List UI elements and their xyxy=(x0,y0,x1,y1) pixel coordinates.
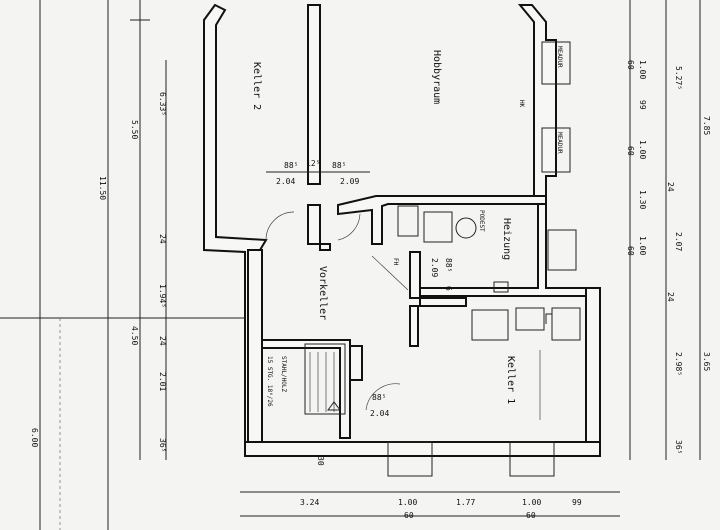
dim-209-b: 2.09 xyxy=(430,258,439,277)
window-heizung xyxy=(547,229,577,271)
window-meadur-a xyxy=(541,41,571,85)
dim-30: 30 xyxy=(316,456,325,466)
dim-bottom-60b: 60 xyxy=(526,511,536,520)
dim-right-5275: 5.27⁵ xyxy=(674,66,683,90)
label-stair-steps: 15 STG. 18⁶/26 xyxy=(266,356,273,407)
dim-right-60c: 60 xyxy=(626,246,635,256)
washbasin xyxy=(471,309,509,341)
dim-left-1945: 1.94⁵ xyxy=(158,284,167,308)
dim-left-550: 5.50 xyxy=(130,120,139,139)
label-meadur-a: MEADUR xyxy=(556,46,563,68)
dim-right-24a: 24 xyxy=(666,182,675,192)
stair-treads xyxy=(309,352,335,412)
door-swing-b xyxy=(337,213,361,241)
wall-vorkeller-left xyxy=(247,249,263,443)
sink xyxy=(515,307,545,331)
room-vorkeller: Vorkeller xyxy=(317,266,328,320)
dim-left-365: 36⁵ xyxy=(158,438,167,452)
label-podest: PODEST xyxy=(478,210,485,232)
dim-bottom-100a: 1.00 xyxy=(398,498,417,507)
dim-right-100c: 1.00 xyxy=(638,236,647,255)
dim-bottom-324: 3.24 xyxy=(300,498,319,507)
dim-right-100b: 1.00 xyxy=(638,140,647,159)
dim-bottom-60a: 60 xyxy=(404,511,414,520)
dim-204-b: 2.04 xyxy=(370,409,389,418)
wall-hobby-bottom xyxy=(337,195,547,245)
tank xyxy=(455,217,477,239)
dim-left-6335: 6.33⁵ xyxy=(158,92,167,116)
dim-885-d: 88⁵ xyxy=(372,393,386,402)
stair-flight xyxy=(304,343,346,415)
dim-right-130: 1.30 xyxy=(638,190,647,209)
dim-885-b: 88⁵ xyxy=(332,161,346,170)
wall-keller1-right xyxy=(585,287,601,451)
wall-keller2-hobby-lower xyxy=(307,204,331,251)
dim-left-24a: 24 xyxy=(158,234,167,244)
wall-keller2-hobby xyxy=(307,4,321,185)
door-swing-c xyxy=(365,383,401,411)
dim-left-1150: 11.50 xyxy=(98,176,107,200)
dim-6: 6 xyxy=(444,286,453,291)
dim-bottom-177: 1.77 xyxy=(456,498,475,507)
dim-right-207: 2.07 xyxy=(674,232,683,251)
dim-209-a: 2.09 xyxy=(340,177,359,186)
window-bottom-a xyxy=(387,441,433,477)
label-meadur-b: MEADUR xyxy=(556,132,563,154)
room-keller1: Keller 1 xyxy=(505,356,516,404)
window-bottom-b xyxy=(509,441,555,477)
wall-stair xyxy=(261,339,351,439)
dim-left-201: 2.01 xyxy=(158,372,167,391)
window-meadur-b xyxy=(541,127,571,173)
room-keller2: Keller 2 xyxy=(251,62,262,110)
toilet-pipe xyxy=(545,313,552,324)
dim-885-c: 88⁵ xyxy=(444,258,453,272)
dim-right-365: 36⁵ xyxy=(674,440,683,454)
dim-right-24b: 24 xyxy=(666,292,675,302)
dim-right-100a: 1.00 xyxy=(638,60,647,79)
wall-vorkeller-right xyxy=(409,251,467,307)
dim-bottom-100b: 1.00 xyxy=(522,498,541,507)
boiler-controls xyxy=(397,205,419,237)
dim-left-600: 6.00 xyxy=(30,428,39,447)
room-hobbyraum: Hobbyraum xyxy=(431,50,442,104)
wall-stair-divider xyxy=(349,345,363,381)
dim-right-365b: 3.65 xyxy=(702,352,711,371)
dim-885-a: 88⁵ xyxy=(284,161,298,170)
toilet xyxy=(551,307,581,341)
dim-bottom-99: 99 xyxy=(572,498,582,507)
wall-keller1-left xyxy=(409,305,419,347)
stair-arrow-icon xyxy=(327,401,341,411)
dim-right-60a: 60 xyxy=(626,60,635,70)
dim-left-450: 4.50 xyxy=(130,326,139,345)
door-fh xyxy=(371,255,409,291)
heizung-fixture xyxy=(493,281,509,293)
room-heizung: Heizung xyxy=(501,218,512,260)
label-fh: FH xyxy=(392,258,399,266)
dim-125: 12⁵ xyxy=(306,159,320,168)
dim-right-785: 7.85 xyxy=(702,116,711,135)
dim-left-24b: 24 xyxy=(158,336,167,346)
wall-bottom xyxy=(244,441,601,457)
door-swing-a xyxy=(265,211,295,241)
dim-right-2985: 2.98⁵ xyxy=(674,352,683,376)
label-hk: HK xyxy=(518,100,525,108)
boiler xyxy=(423,211,453,243)
label-stair-type: STAHL/HOLZ xyxy=(280,356,287,393)
dim-204-a: 2.04 xyxy=(276,177,295,186)
dim-right-99: 99 xyxy=(638,100,647,110)
wall-hobby-outer xyxy=(517,4,557,201)
dim-right-60b: 60 xyxy=(626,146,635,156)
